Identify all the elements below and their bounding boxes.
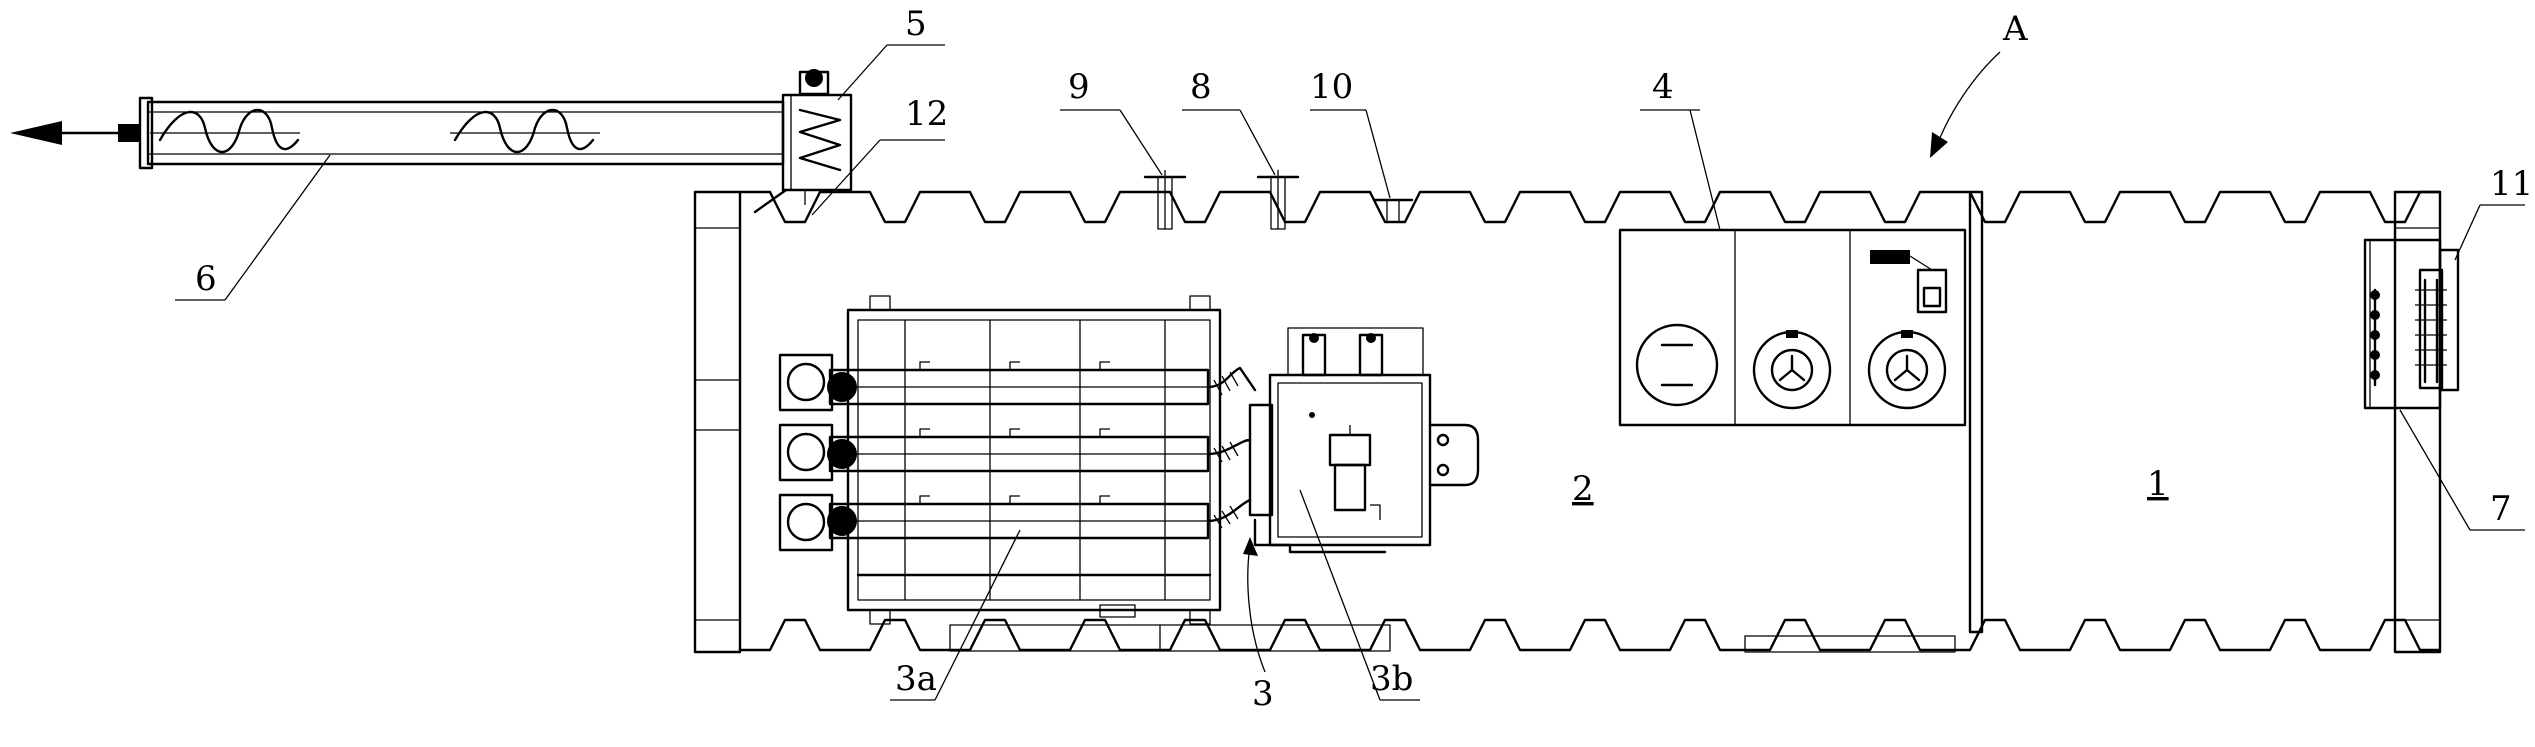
label-2: 2: [1572, 469, 1594, 509]
label-3b: 3b: [1370, 659, 1413, 699]
cabinet-4: [1618, 228, 1967, 427]
label-1: 1: [2147, 464, 2169, 504]
label-A: A: [2002, 9, 2028, 49]
container-top-wall: [738, 190, 2442, 224]
label-10: 10: [1310, 67, 1353, 107]
container-bottom-wall: [738, 618, 2442, 652]
top-nozzles: [1143, 170, 1414, 230]
left-end-frame: [693, 190, 742, 654]
unit-3a: [778, 295, 1222, 625]
label-8: 8: [1190, 67, 1212, 107]
right-end-frame: [2393, 190, 2442, 654]
compartment-partition: [1968, 190, 1984, 634]
label-7: 7: [2490, 489, 2512, 529]
leader-lines: [175, 44, 2525, 701]
end-device: [2363, 238, 2460, 410]
label-11: 11: [2490, 164, 2533, 204]
label-6: 6: [195, 259, 217, 299]
label-12: 12: [905, 94, 948, 134]
feed-hopper: [781, 93, 853, 192]
connecting-hoses: [1206, 366, 1257, 529]
drive-motors: [778, 353, 857, 552]
unit-3b: [1248, 327, 1480, 554]
label-9: 9: [1068, 67, 1090, 107]
label-5: 5: [905, 4, 927, 44]
part-labels: 5 12 6 9 8 10 4 A 11 7 2 1 3a 3 3b: [195, 4, 2533, 714]
output-arrow-icon: [10, 121, 62, 145]
label-3: 3: [1252, 674, 1274, 714]
container-body: [693, 190, 2442, 654]
arrow-A-icon: [1930, 132, 1948, 158]
label-3a: 3a: [895, 659, 937, 699]
label-4: 4: [1652, 67, 1674, 107]
screw-conveyor: [10, 69, 853, 214]
